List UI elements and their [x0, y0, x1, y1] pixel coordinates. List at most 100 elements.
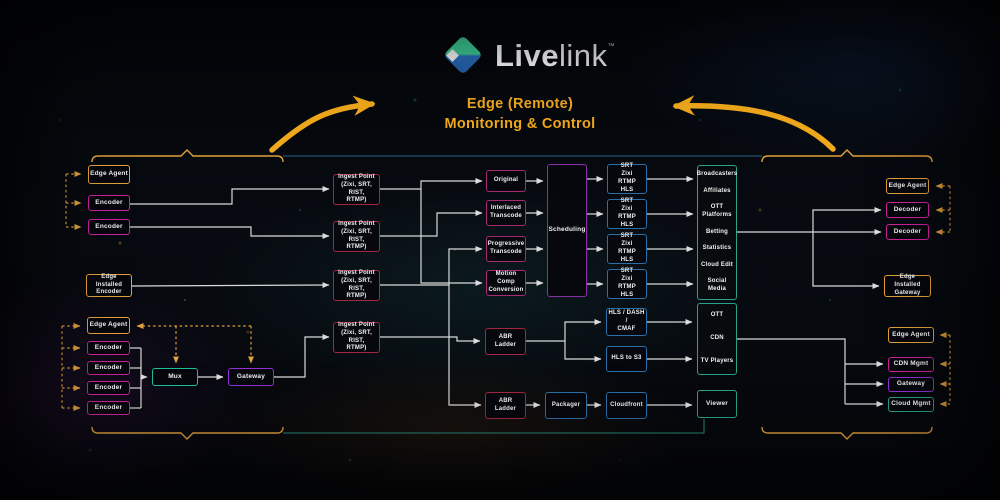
ingest-point-2: Ingest Point (Zixi, SRT, RIST, RTMP) [333, 221, 380, 252]
motion-comp-conversion-node: Motion Comp Conversion [486, 270, 526, 296]
edge-agent-top-left: Edge Agent [88, 165, 130, 184]
diagram-title-line2: Monitoring & Control [444, 116, 596, 132]
progressive-transcode-node: Progressive Transcode [486, 236, 526, 262]
signal-connectors [130, 176, 884, 409]
encoder-bottom-4: Encoder [87, 401, 130, 415]
viewer-node: Viewer [697, 390, 737, 418]
ott-cdn-players-group: OTT CDN TV Players [697, 303, 737, 375]
label-line: Zixi [621, 241, 633, 248]
protocol-box-3: SRT Zixi RTMP HLS [607, 233, 647, 264]
label-line: Edge Installed [894, 274, 921, 289]
label-line: (Zixi, SRT, RIST, [341, 277, 372, 292]
encoder-bottom-1: Encoder [87, 341, 130, 355]
label-line: RTMP [618, 179, 636, 185]
encoder-bottom-3: Encoder [87, 381, 130, 395]
bottom-frame-line [283, 419, 705, 434]
label-line: (Zixi, SRT, RIST, [341, 181, 372, 196]
hls-to-s3-node: HLS to S3 [606, 346, 647, 372]
label-line: Ingest Point [338, 321, 375, 328]
label-line: Edge Installed [95, 273, 123, 288]
ingest-point-1: Ingest Point (Zixi, SRT, RIST, RTMP) [333, 174, 380, 205]
edge-agent-top-right: Edge Agent [886, 178, 929, 194]
label-line: Ingest Point [338, 269, 375, 276]
abr-ladder-2: ABR Ladder [485, 392, 526, 419]
trademark-symbol: ™ [607, 42, 615, 50]
livelink-logo: Livelink™ [442, 34, 615, 76]
ott-group-item: CDN [710, 335, 724, 342]
ingest-point-4: Ingest Point (Zixi, SRT, RIST, RTMP) [333, 322, 380, 353]
decoder-2: Decoder [886, 224, 929, 240]
scheduling-node: Scheduling [547, 164, 587, 297]
label-line: RTMP [618, 284, 636, 290]
edge-installed-gateway: Edge Installed Gateway [884, 274, 931, 297]
cdn-mgmt-node: CDN Mgmt [888, 357, 934, 372]
label-line: ABR [498, 397, 513, 404]
label-line: RTMP) [346, 197, 367, 204]
distribution-target: Statistics [702, 245, 732, 252]
label-line: HLS [620, 256, 634, 263]
distribution-target: Cloud Edit [701, 261, 733, 268]
label-line: (Zixi, SRT, RIST, [341, 228, 372, 243]
label-line: CMAF [617, 325, 636, 332]
label-line: (Zixi, SRT, RIST, [341, 329, 372, 344]
brace-top-right [761, 149, 933, 163]
brace-bottom-right [761, 426, 933, 440]
label-line: Ingest Point [338, 220, 375, 227]
decoder-1: Decoder [886, 202, 929, 218]
gateway-bottom-right: Gateway [888, 377, 934, 392]
mux-node: Mux [152, 368, 198, 386]
edge-installed-encoder: Edge Installed Encoder [86, 274, 132, 297]
distribution-target: Betting [705, 228, 729, 235]
wordmark-link: link [559, 37, 608, 73]
protocol-box-2: SRT Zixi RTMP HLS [607, 198, 647, 229]
label-line: RTMP) [346, 293, 367, 300]
label-line: ABR [498, 333, 513, 340]
label-line: Ladder [494, 341, 517, 348]
distribution-target: OTT Platforms [702, 204, 732, 219]
gateway-bottom-left: Gateway [228, 368, 274, 386]
cloud-mgmt-node: Cloud Mgmt [888, 397, 934, 412]
wordmark-live: Live [495, 37, 560, 73]
label-line: Zixi [621, 206, 633, 213]
label-line: Zixi [621, 171, 633, 178]
label-line: HLS / DASH / [608, 310, 645, 325]
brace-top-left [91, 149, 284, 163]
diagram-title-line1: Edge (Remote) [466, 96, 574, 112]
label-line: Gateway [894, 289, 921, 296]
distribution-target: Affiliates [703, 187, 731, 194]
monitoring-arrows [269, 95, 836, 153]
label-line: Zixi [621, 276, 633, 283]
control-connectors [61, 171, 951, 411]
brace-bottom-left [91, 426, 284, 440]
label-line: SRT [620, 163, 634, 170]
ott-group-item: TV Players [700, 357, 734, 364]
label-line: HLS [620, 291, 634, 298]
label-line: RTMP) [346, 345, 367, 352]
label-line: RTMP [618, 214, 636, 220]
cloudfront-node: Cloudfront [606, 392, 647, 419]
abr-ladder-1: ABR Ladder [485, 328, 526, 355]
livelink-wordmark: Livelink™ [495, 40, 615, 71]
curved-arrow-left [269, 95, 376, 153]
label-line: SRT [620, 233, 634, 240]
edge-zone-braces [91, 149, 933, 440]
label-line: Ingest Point [338, 173, 375, 180]
encoder-bottom-2: Encoder [87, 361, 130, 375]
hls-dash-cmaf-node: HLS / DASH / CMAF [606, 308, 647, 336]
label-line: RTMP) [346, 244, 367, 251]
curved-arrow-right [672, 95, 836, 152]
label-line: RTMP [618, 249, 636, 255]
original-node: Original [486, 170, 526, 192]
distribution-target: Social Media [707, 278, 727, 292]
label-line: SRT [620, 198, 634, 205]
label-line: HLS [620, 221, 634, 228]
interlaced-transcode-node: Interlaced Transcode [486, 200, 526, 226]
edge-agent-bottom-right: Edge Agent [888, 327, 934, 343]
frame-lines [283, 155, 762, 434]
ott-group-item: OTT [710, 312, 724, 319]
protocol-box-4: SRT Zixi RTMP HLS [607, 268, 647, 299]
packager-node: Packager [545, 392, 587, 419]
label-line: Ladder [494, 405, 517, 412]
